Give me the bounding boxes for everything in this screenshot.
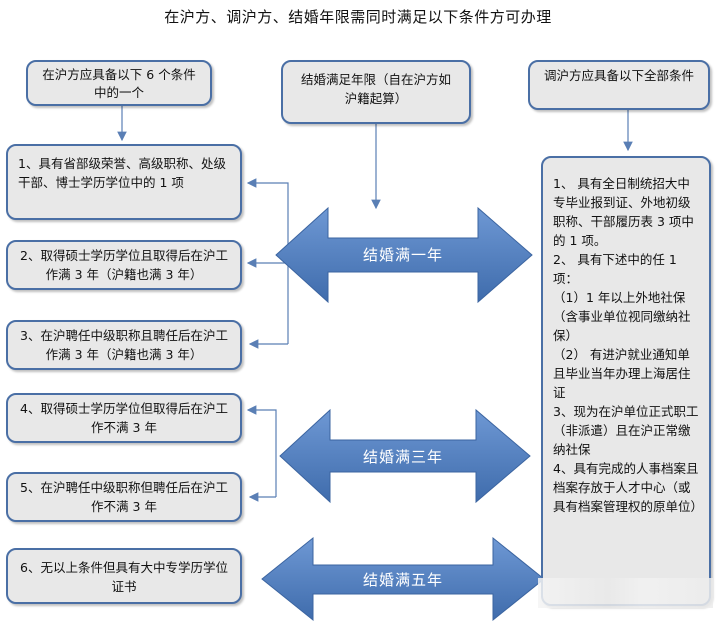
pixelated-watermark <box>538 578 713 608</box>
right-item-4: 4、具有完成的人事档案且档案存放于人才中心（或具有档案管理权的原单位） <box>553 461 704 514</box>
right-item-2-sub-2: （2） 有进沪就业通知单且毕业当年办理上海居住证 <box>553 347 691 400</box>
middle-header-box: 结婚满足年限（自在沪方如沪籍起算） <box>281 60 471 124</box>
left-header-box: 在沪方应具备以下 6 个条件中的一个 <box>26 60 212 106</box>
arrow-label-1: 结婚满一年 <box>362 246 443 264</box>
condition-box-6: 6、无以上条件但具有大中专学历学位证书 <box>6 548 242 604</box>
middle-header-text: 结婚满足年限（自在沪方如沪籍起算） <box>300 72 451 106</box>
bracket-group-1 <box>246 178 289 344</box>
right-item-3: 3、现为在沪单位正式职工（非派遣）且在沪正常缴纳社保 <box>553 404 699 457</box>
condition-box-2: 2、取得硕士学历学位且取得后在沪工作满 3 年（沪籍也满 3 年） <box>6 240 242 290</box>
right-header-text: 调沪方应具备以下全部条件 <box>543 68 694 83</box>
right-item-2-sub-1: （1）1 年以上外地社保（含事业单位视同缴纳社保） <box>553 290 691 343</box>
left-header-text: 在沪方应具备以下 6 个条件中的一个 <box>42 67 196 100</box>
right-item-2: 2、 具有下述中的任 1 项： <box>553 252 681 286</box>
right-header-box: 调沪方应具备以下全部条件 <box>528 60 710 110</box>
condition-text-3: 3、在沪聘任中级职称且聘任后在沪工作满 3 年（沪籍也满 3 年） <box>20 328 228 362</box>
page-title: 在沪方、调沪方、结婚年限需同时满足以下条件方可办理 <box>164 8 552 26</box>
condition-box-4: 4、取得硕士学历学位但取得后在沪工作不满 3 年 <box>6 393 242 443</box>
double-arrow-1 <box>275 206 533 304</box>
arrow-label-2: 结婚满三年 <box>362 448 443 466</box>
condition-text-1: 1、具有省部级荣誉、高级职称、处级干部、博士学历学位中的 1 项 <box>18 156 226 190</box>
condition-text-4: 4、取得硕士学历学位但取得后在沪工作不满 3 年 <box>20 401 228 435</box>
condition-box-5: 5、在沪聘任中级职称但聘任后在沪工作不满 3 年 <box>6 472 242 522</box>
condition-box-3: 3、在沪聘任中级职称且聘任后在沪工作满 3 年（沪籍也满 3 年） <box>6 320 242 370</box>
condition-text-5: 5、在沪聘任中级职称但聘任后在沪工作不满 3 年 <box>20 480 228 514</box>
condition-text-6: 6、无以上条件但具有大中专学历学位证书 <box>20 560 228 594</box>
double-arrow-2 <box>279 408 531 504</box>
right-requirements-panel: 1、 具有全日制统招大中专毕业报到证、外地初级职称、干部履历表 3 项中的 1 … <box>541 156 711 606</box>
arrow-label-3: 结婚满五年 <box>362 571 443 589</box>
right-item-1: 1、 具有全日制统招大中专毕业报到证、外地初级职称、干部履历表 3 项中的 1 … <box>553 176 694 248</box>
condition-text-2: 2、取得硕士学历学位且取得后在沪工作满 3 年（沪籍也满 3 年） <box>20 248 228 282</box>
bracket-group-2 <box>246 405 277 497</box>
condition-box-1: 1、具有省部级荣誉、高级职称、处级干部、博士学历学位中的 1 项 <box>6 144 242 220</box>
